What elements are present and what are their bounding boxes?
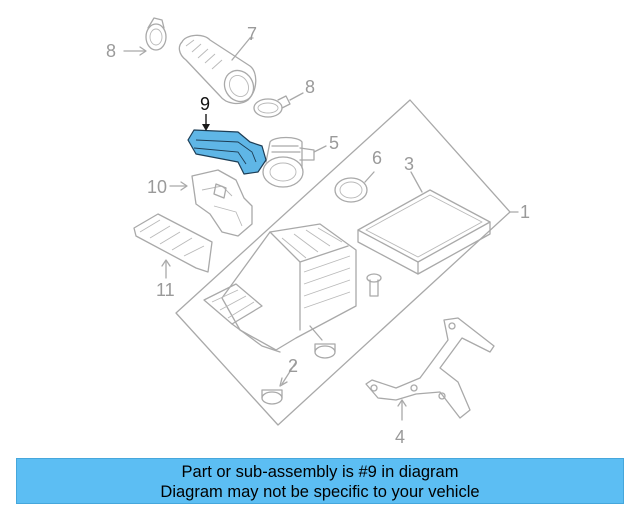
banner-line-1: Part or sub-assembly is #9 in diagram (181, 463, 459, 481)
assembly-outline (175, 99, 519, 426)
part-9-highlighted-cover (187, 114, 267, 175)
part-8-clamp-middle (253, 92, 304, 118)
callout-4: 4 (395, 427, 405, 447)
part-11-air-guide (133, 213, 213, 279)
callout-1: 1 (520, 202, 530, 222)
callout-7: 7 (247, 24, 257, 44)
part-3-air-filter (357, 171, 491, 275)
callout-8-middle: 8 (305, 77, 315, 97)
info-banner: Part or sub-assembly is #9 in diagram Di… (16, 458, 624, 504)
part-10-resonator (169, 169, 253, 237)
part-4-bracket (365, 317, 495, 421)
callout-3: 3 (404, 154, 414, 174)
callout-6: 6 (372, 148, 382, 168)
air-cleaner-housing (203, 223, 357, 353)
callout-5: 5 (329, 133, 339, 153)
part-5-airflow-sensor (262, 136, 327, 188)
callout-10: 10 (147, 177, 167, 197)
callout-8-upper: 8 (106, 41, 116, 61)
banner-line-2: Diagram may not be specific to your vehi… (160, 483, 480, 501)
callout-11: 11 (156, 280, 175, 300)
part-6-gasket (334, 171, 375, 203)
part-8-clamp-upper (123, 17, 167, 56)
callout-9: 9 (200, 94, 210, 114)
part-7-intake-hose (178, 34, 257, 105)
callout-2: 2 (288, 356, 298, 376)
part-2-grommets (261, 343, 336, 405)
housing-bolt (366, 273, 382, 297)
